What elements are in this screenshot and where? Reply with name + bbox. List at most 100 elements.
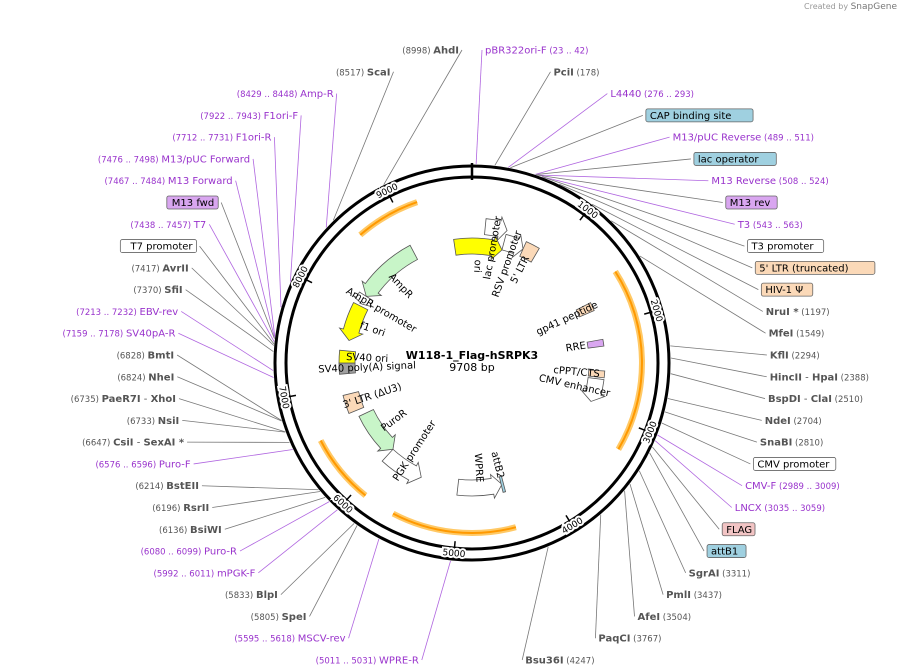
map-label: FLAG xyxy=(721,522,756,537)
leader-line xyxy=(185,289,274,352)
primer-label: CMV-F (2989 .. 3009) xyxy=(745,481,840,492)
label-part: F1ori-R xyxy=(236,133,272,144)
primer-label: M13 Reverse (508 .. 524) xyxy=(711,176,828,187)
label-part: - xyxy=(802,372,812,383)
leader-line xyxy=(537,174,723,203)
label-part: NsiI xyxy=(158,416,179,427)
label-part: (7922 .. 7943) xyxy=(200,112,263,122)
label-part: (8429 .. 8448) xyxy=(237,90,300,100)
feature-label: WPRE xyxy=(472,453,485,483)
map-label: (7159 .. 7178) SV40pA-R xyxy=(63,329,176,340)
enzyme-label: (6828) BmtI xyxy=(117,351,175,362)
leader-line xyxy=(252,158,276,337)
feature-f1-ori xyxy=(338,302,369,342)
map-label: pBR322ori-F (23 .. 42) xyxy=(485,46,588,57)
leader-line xyxy=(208,224,275,342)
label-part: BlpI xyxy=(256,590,278,601)
leader-line xyxy=(667,398,762,421)
feature-label: ori xyxy=(471,259,483,273)
leader-line xyxy=(535,158,691,175)
primer-label: L4440 (276 .. 293) xyxy=(610,89,694,100)
map-label: MfeI (1549) xyxy=(769,329,825,340)
label-part: (5595 .. 5618) xyxy=(234,635,297,645)
label-part: MSCV-rev xyxy=(298,634,346,645)
label-part: LNCX xyxy=(735,503,762,514)
map-label: 5' LTR (truncated) xyxy=(754,260,876,275)
label-part: (2294) xyxy=(789,352,820,362)
label-part: Amp-R xyxy=(300,89,334,100)
label-part: SexAI * xyxy=(143,438,184,449)
label-part: T7 xyxy=(193,220,206,231)
feature-lac-promoter xyxy=(484,215,508,242)
enzyme-label: HincII - HpaI (2388) xyxy=(770,372,869,383)
map-label: SnaBI (2810) xyxy=(760,438,823,449)
leader-line xyxy=(537,174,709,182)
leader-line xyxy=(332,71,394,221)
label-part: BsiWI xyxy=(190,525,222,536)
primer-label: (7159 .. 7178) SV40pA-R xyxy=(63,329,176,340)
enzyme-label: (5805) SpeI xyxy=(251,612,307,623)
map-label: T3 promoter xyxy=(747,239,825,253)
leader-line xyxy=(510,114,644,169)
leader-line xyxy=(239,501,330,552)
plasmid-size: 9708 bp xyxy=(449,361,494,374)
leader-line xyxy=(494,71,551,166)
label-part: (3035 .. 3059) xyxy=(762,504,825,514)
feature-puror xyxy=(358,408,396,452)
label-part: M13 Reverse xyxy=(711,176,776,187)
feature-box-label: CMV promoter xyxy=(757,459,830,470)
leader-line xyxy=(235,180,275,339)
label-part: (1549) xyxy=(793,330,824,340)
enzyme-label: (6824) NheI xyxy=(117,372,174,383)
map-label: SgrAI (3311) xyxy=(689,568,751,579)
feature-box xyxy=(119,239,197,253)
label-part: mPGK-F xyxy=(217,568,256,579)
insert-arc-halo xyxy=(318,439,368,498)
label-part: (2704) xyxy=(791,417,822,427)
primer-label: (5992 .. 6011) mPGK-F xyxy=(154,568,256,579)
feature-box xyxy=(754,260,876,275)
leader-line xyxy=(182,419,286,433)
primer-label: pBR322ori-F (23 .. 42) xyxy=(485,46,588,57)
map-label: PciI (178) xyxy=(553,67,599,78)
map-label: HIV-1 Ψ xyxy=(760,282,814,297)
label-part: (3437) xyxy=(691,591,722,601)
label-part: (7370) xyxy=(133,286,164,296)
feature-box xyxy=(725,195,778,210)
label-part: (5833) xyxy=(225,591,256,601)
label-part: PaqCI xyxy=(598,634,630,645)
snapgene-logo-text: SnapGene xyxy=(850,2,897,12)
feature-box xyxy=(166,195,219,210)
feature-label: gp41 peptide xyxy=(535,300,600,338)
leader-line xyxy=(212,491,321,508)
feature-box-label: CAP binding site xyxy=(650,111,732,122)
map-label: BspDI - ClaI (2510) xyxy=(768,394,863,405)
label-part: L4440 xyxy=(610,89,641,100)
leader-line xyxy=(177,376,282,422)
primer-label: (5011 .. 5031) WPRE-R xyxy=(316,656,419,667)
map-label: (5595 .. 5618) MSCV-rev xyxy=(234,634,345,645)
leader-line xyxy=(325,93,338,228)
enzyme-label: (6214) BstEII xyxy=(135,481,199,492)
feature-gp41-peptide xyxy=(575,302,595,318)
label-part: (7213 .. 7232) xyxy=(76,308,139,318)
label-part: Puro-F xyxy=(159,459,191,470)
label-part: (276 .. 293) xyxy=(641,90,694,100)
label-part: (8517) xyxy=(336,68,367,78)
enzyme-label: NdeI (2704) xyxy=(765,416,822,427)
leader-line xyxy=(652,446,720,530)
label-part: (8998) xyxy=(402,47,433,57)
leader-line xyxy=(670,373,766,399)
enzyme-label: (5833) BlpI xyxy=(225,590,278,601)
label-part: (3767) xyxy=(630,635,661,645)
leader-line xyxy=(624,490,635,617)
leader-line xyxy=(629,483,664,595)
label-part: EBV-rev xyxy=(140,307,179,318)
map-label: HincII - HpaI (2388) xyxy=(770,372,869,383)
label-part: - xyxy=(141,394,151,405)
leader-line xyxy=(280,523,355,595)
insert-arcs xyxy=(318,199,645,536)
leader-line xyxy=(191,267,275,346)
leader-line xyxy=(670,345,767,356)
primer-label: (5595 .. 5618) MSCV-rev xyxy=(234,634,345,645)
